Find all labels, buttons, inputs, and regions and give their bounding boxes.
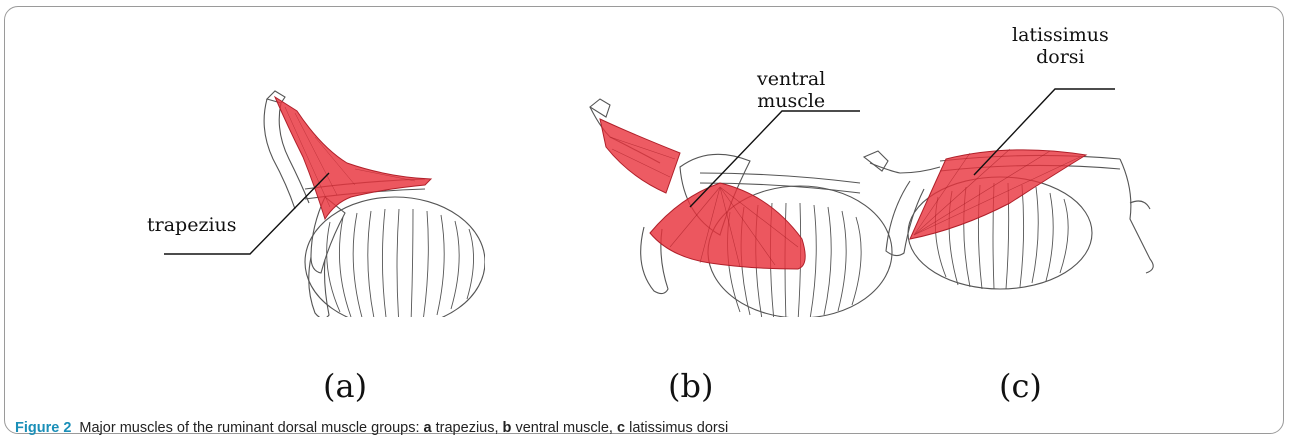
label-ventral-line2: muscle	[757, 91, 825, 113]
figure-caption: Figure 2 Major muscles of the ruminant do…	[15, 420, 728, 436]
label-ventral-line1: ventral	[757, 69, 825, 91]
caption-item-a: trapezius,	[436, 420, 499, 436]
caption-key-b: b	[503, 420, 512, 436]
subcaption-c: (c)	[999, 367, 1042, 405]
subcaption-a: (a)	[323, 367, 367, 405]
figure-frame: trapezius	[4, 6, 1284, 434]
caption-key-a: a	[424, 420, 432, 436]
label-ventral-muscle: ventral muscle	[757, 69, 825, 113]
subcaption-b: (b)	[668, 367, 713, 405]
label-latissimus-dorsi: latissimus dorsi	[1012, 25, 1109, 69]
caption-item-c: latissimus dorsi	[629, 420, 728, 436]
panel-a-illustration: trapezius	[125, 7, 485, 317]
figure-label: Figure 2	[15, 420, 71, 436]
ventral-muscle-cervical	[600, 119, 680, 193]
caption-text: Major muscles of the ruminant dorsal mus…	[79, 420, 419, 436]
trapezius-muscle	[275, 97, 431, 219]
label-latissimus-line2: dorsi	[1012, 47, 1109, 69]
label-trapezius: trapezius	[147, 215, 237, 237]
ventral-muscle-thoracic	[650, 183, 805, 269]
latissimus-dorsi-muscle	[910, 150, 1086, 239]
panel-c-illustration: latissimus dorsi	[850, 7, 1180, 317]
caption-key-c: c	[617, 420, 625, 436]
label-latissimus-line1: latissimus	[1012, 25, 1109, 47]
caption-item-b: ventral muscle,	[515, 420, 613, 436]
